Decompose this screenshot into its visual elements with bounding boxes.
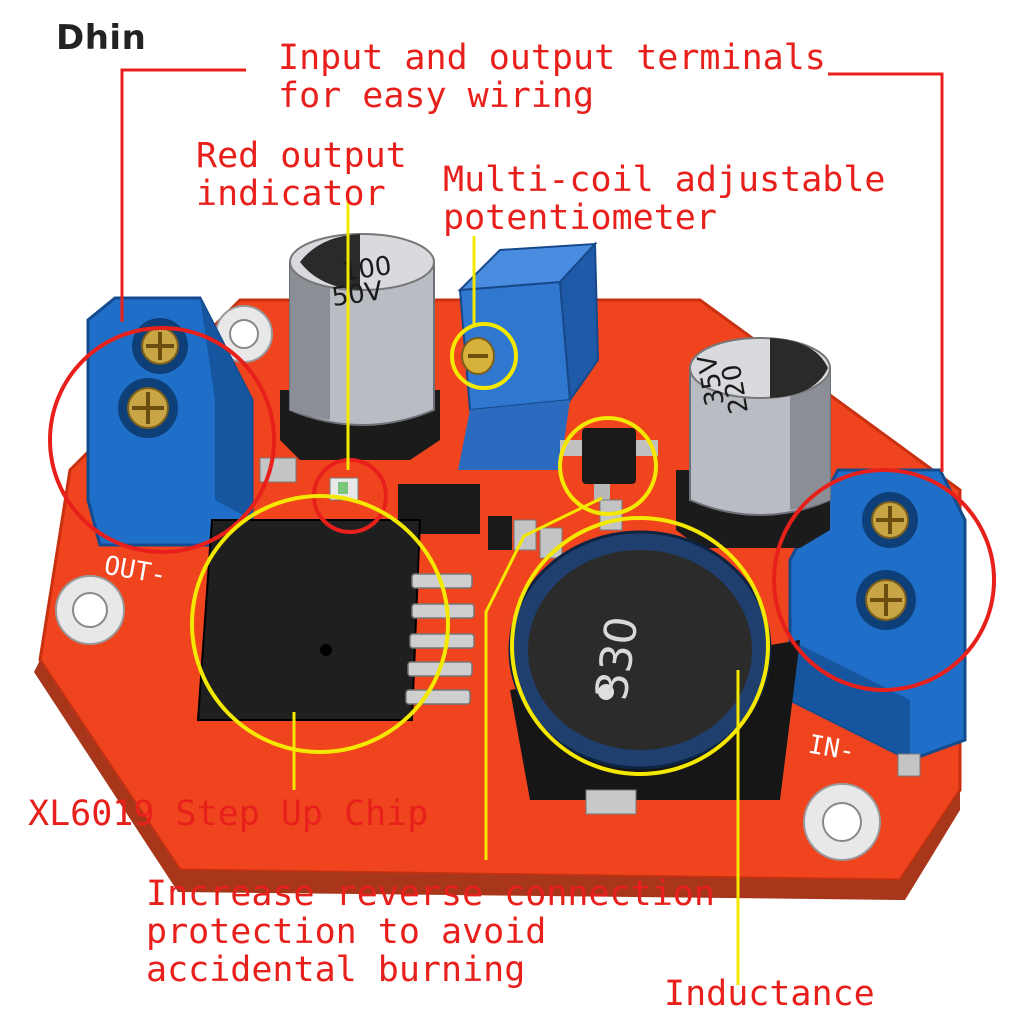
indicator-callout: Red output indicator [196, 136, 407, 214]
output-terminal-highlight [48, 326, 276, 554]
input-terminal-highlight [772, 468, 996, 692]
diode-highlight [558, 416, 658, 516]
potentiometer-callout: Multi-coil adjustable potentiometer [443, 160, 886, 238]
inductor-marking: 330 [586, 613, 648, 703]
brand-watermark: Dhin [56, 18, 147, 58]
mounting-hole-bottom-right [803, 783, 881, 861]
capacitor-220uf [676, 337, 831, 548]
callout-line: Multi-coil adjustable [443, 160, 886, 200]
inductor-highlight [510, 516, 770, 776]
callout-line: Increase reverse connection [146, 874, 715, 914]
inductor-callout: Inductance [664, 974, 875, 1014]
potentiometer-screw-highlight [450, 322, 518, 390]
callout-line: protection to avoid [146, 911, 547, 952]
terminals-callout: Input and output terminals for easy wiri… [278, 38, 826, 116]
callout-line: Red output [196, 136, 407, 176]
callout-line: for easy wiring [278, 75, 595, 116]
mounting-hole-bottom-left [55, 575, 125, 645]
callout-line: XL6019 Step Up Chip [28, 794, 429, 834]
callout-line: indicator [196, 173, 386, 214]
chip-highlight [190, 494, 450, 754]
callout-line: accidental burning [146, 949, 526, 990]
callout-line: potentiometer [443, 197, 717, 238]
capacitor-left-voltage: 50V [330, 276, 385, 313]
callout-line: Input and output terminals [278, 38, 826, 78]
callout-line: Inductance [664, 974, 875, 1014]
capacitor-100uf [280, 233, 440, 460]
terminal-leader-lines [120, 68, 944, 472]
output-terminal-block [86, 296, 254, 547]
protection-callout: Increase reverse connection protection t… [146, 874, 715, 990]
chip-callout: XL6019 Step Up Chip [28, 794, 429, 834]
